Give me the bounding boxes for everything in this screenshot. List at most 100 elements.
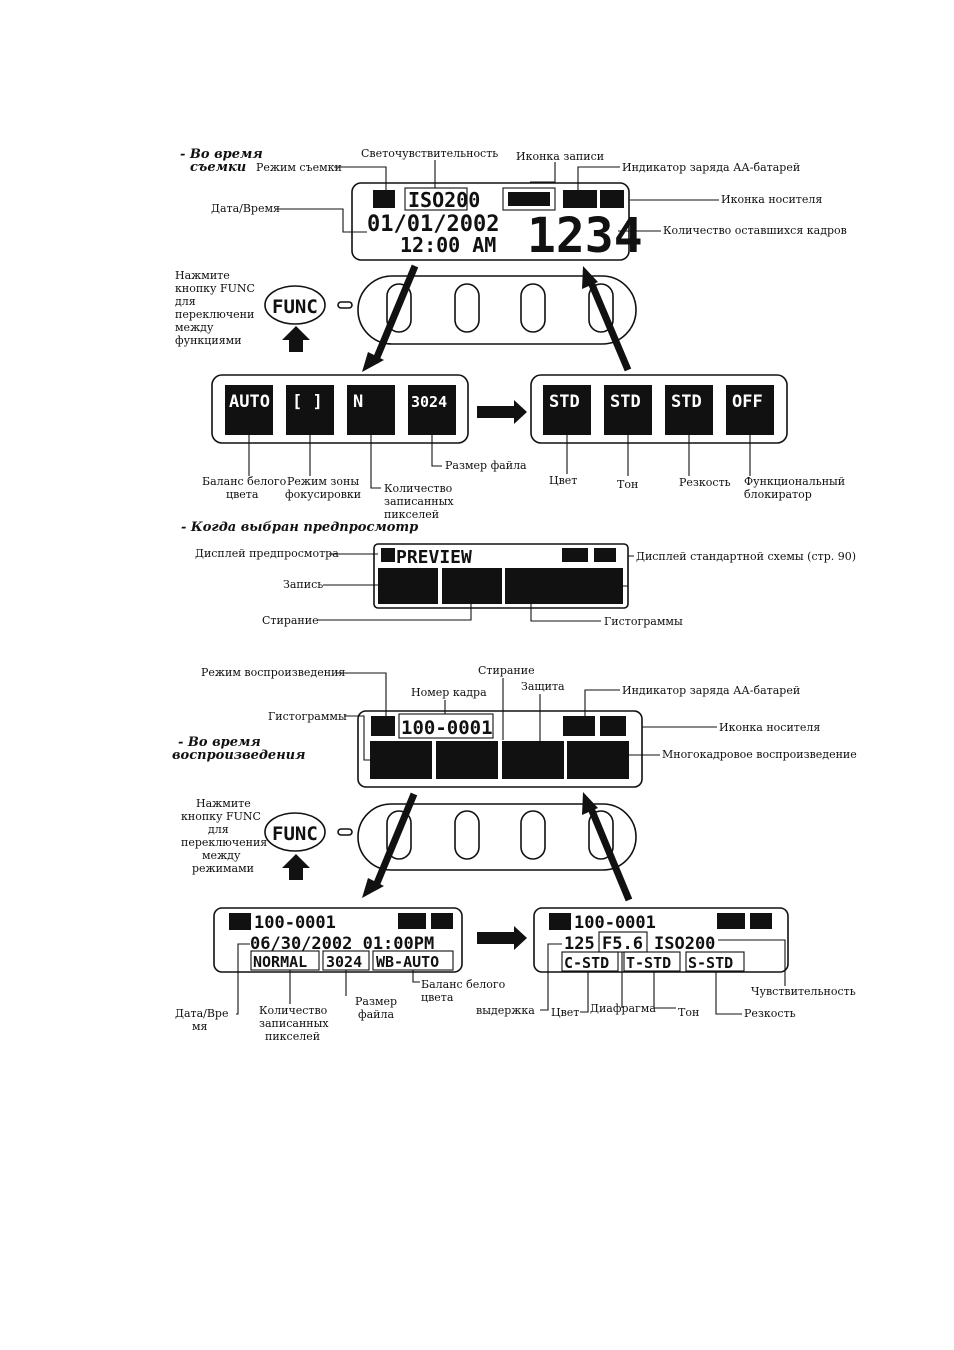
sharp-box-top: STD bbox=[671, 392, 702, 412]
pb-histogram-button[interactable] bbox=[370, 741, 432, 779]
panel-slot bbox=[337, 301, 353, 309]
playback-title-2: воспроизведения bbox=[172, 748, 305, 763]
lock-box[interactable] bbox=[726, 385, 774, 435]
leader-erase bbox=[318, 604, 472, 621]
label-pb-histograms: Гистограммы bbox=[268, 710, 347, 723]
label-pixels-1: Количество bbox=[384, 482, 453, 495]
pb-right-tone: T-STD bbox=[626, 954, 671, 972]
pb-multi-button[interactable] bbox=[567, 741, 629, 779]
label-preview-display: Дисплей предпросмотра bbox=[195, 547, 339, 560]
af-box[interactable] bbox=[286, 385, 334, 435]
func-button[interactable] bbox=[264, 285, 326, 325]
arrow-head-left bbox=[362, 352, 384, 372]
label-pb-size-2: файла bbox=[358, 1008, 394, 1021]
pb-button-3[interactable] bbox=[520, 810, 546, 860]
pb-left-battery-icon bbox=[398, 913, 426, 929]
af-box-top: [ ] bbox=[292, 392, 323, 412]
press-func-6: функциями bbox=[175, 334, 242, 347]
lcd-frames: 1234 bbox=[527, 208, 643, 264]
media-icon bbox=[600, 190, 624, 208]
func-panel-left bbox=[211, 374, 469, 444]
leader-histograms bbox=[530, 604, 601, 622]
pb-right-sharp: S-STD bbox=[688, 954, 733, 972]
arrow-down-left bbox=[371, 264, 419, 364]
leader-pb-color bbox=[580, 971, 589, 1013]
label-sensitivity: Чувствительность bbox=[751, 985, 856, 998]
tone-box-pb bbox=[623, 951, 681, 972]
preview-erase-button[interactable] bbox=[442, 568, 502, 604]
leader-pb-sharp bbox=[715, 971, 742, 1015]
iso-box bbox=[404, 187, 468, 211]
pb-right-frame: 100-0001 bbox=[574, 913, 656, 933]
press-func-5: между bbox=[175, 321, 214, 334]
pb-left-quality: NORMAL bbox=[253, 953, 307, 971]
leader-pb-wb bbox=[412, 970, 420, 983]
lcd-time: 12:00 AM bbox=[400, 233, 496, 257]
label-wb-1: Баланс белого bbox=[202, 475, 287, 488]
label-shoot-mode: Режим съемки bbox=[256, 161, 342, 174]
label-histograms: Гистограммы bbox=[604, 615, 683, 628]
press-func-3: для bbox=[175, 295, 196, 308]
arrow-up-right bbox=[586, 278, 632, 372]
pb-left-frame: 100-0001 bbox=[254, 913, 336, 933]
label-pb-tone: Тон bbox=[678, 1006, 699, 1019]
preview-lcd-title: PREVIEW bbox=[396, 547, 472, 568]
battery-icon bbox=[563, 190, 597, 208]
pb-right-battery-icon bbox=[717, 913, 745, 929]
label-pb-datetime-2: мя bbox=[192, 1020, 208, 1033]
tone-box-top: STD bbox=[610, 392, 641, 412]
leader-datetime bbox=[276, 208, 367, 233]
label-pb-datetime-1: Дата/Вре bbox=[175, 1007, 229, 1020]
leader-shoot-mode bbox=[334, 166, 387, 190]
label-lock-2: блокиратор bbox=[744, 488, 812, 501]
leader-battery bbox=[577, 166, 620, 190]
label-aperture: Диафрагма bbox=[590, 1002, 656, 1015]
quality-box[interactable] bbox=[347, 385, 395, 435]
camera-mode-icon bbox=[373, 190, 395, 208]
func-button-label: FUNC bbox=[272, 296, 318, 318]
label-af-2: фокусировки bbox=[285, 488, 361, 501]
pb-button-2[interactable] bbox=[454, 810, 480, 860]
label-record: Запись bbox=[283, 578, 323, 591]
rec-icon bbox=[508, 192, 550, 206]
size-box[interactable] bbox=[408, 385, 456, 435]
right-arrow-icon bbox=[477, 400, 527, 424]
label-pb-color: Цвет bbox=[551, 1006, 579, 1019]
pb-right-mode-icon bbox=[549, 913, 571, 930]
preview-std-button[interactable] bbox=[565, 568, 623, 604]
label-erase: Стирание bbox=[262, 614, 319, 627]
label-pixels-2: записанных bbox=[384, 495, 454, 508]
label-color: Цвет bbox=[549, 474, 577, 487]
sharp-box-pb bbox=[685, 951, 745, 972]
label-pb-pixels-1: Количество bbox=[259, 1004, 328, 1017]
preview-histogram-button[interactable] bbox=[505, 568, 565, 604]
label-pb-sharp: Резкость bbox=[744, 1007, 796, 1020]
lock-box-top: OFF bbox=[732, 392, 763, 412]
leader-pixels bbox=[370, 435, 381, 489]
color-box[interactable] bbox=[543, 385, 591, 435]
label-tone: Тон bbox=[617, 478, 638, 491]
preview-record-button[interactable] bbox=[378, 568, 438, 604]
leader-shutter bbox=[540, 943, 562, 1011]
button-3[interactable] bbox=[520, 283, 546, 333]
pb-func-button[interactable] bbox=[264, 812, 326, 852]
pb-left-media-icon bbox=[431, 913, 453, 929]
pb-battery-icon bbox=[563, 716, 595, 736]
pb-left-mode-icon bbox=[229, 913, 251, 930]
label-multi: Многокадровое воспроизведение bbox=[662, 748, 857, 761]
sharp-box[interactable] bbox=[665, 385, 713, 435]
pb-press-func-4: переключения bbox=[181, 836, 267, 849]
rec-icon-box bbox=[502, 187, 556, 211]
label-media: Иконка носителя bbox=[721, 193, 822, 206]
button-2[interactable] bbox=[454, 283, 480, 333]
pb-press-func-3: для bbox=[208, 823, 229, 836]
label-rec-icon: Иконка записи bbox=[516, 150, 604, 163]
pb-left-size: 3024 bbox=[326, 953, 362, 971]
pb-erase-button[interactable] bbox=[436, 741, 498, 779]
tone-box[interactable] bbox=[604, 385, 652, 435]
quality-box-pb bbox=[250, 950, 320, 971]
wb-box[interactable] bbox=[225, 385, 273, 435]
label-pb-pixels-2: записанных bbox=[259, 1017, 329, 1030]
button-panel bbox=[357, 275, 637, 345]
pb-protect-button[interactable] bbox=[502, 741, 564, 779]
